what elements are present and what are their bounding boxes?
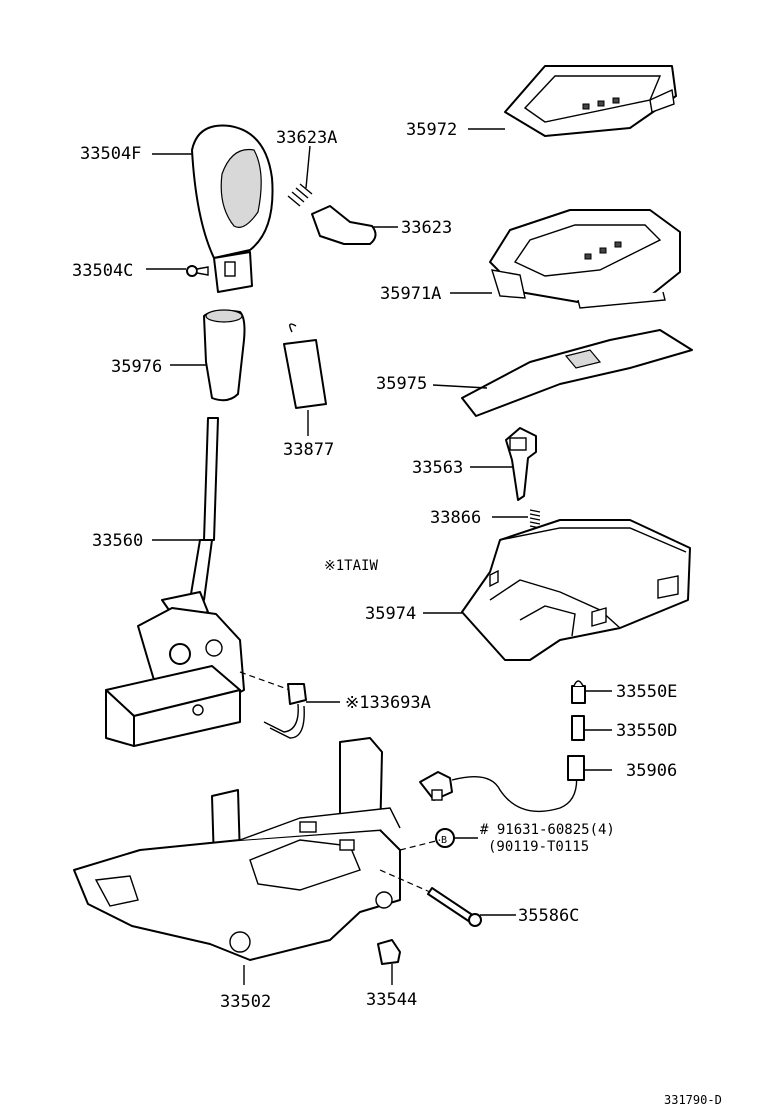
part-35974-housing (423, 519, 691, 661)
part-33504C-screw (146, 265, 209, 277)
part-35976-sleeve (170, 309, 246, 402)
label-33866: 33866 (430, 508, 481, 528)
label-33623A: 33623A (276, 128, 337, 148)
label-33502: 33502 (220, 992, 271, 1012)
label-91631: # 91631-60825(4) (480, 822, 615, 838)
label-35976: 35976 (111, 357, 162, 377)
label-33623: 33623 (401, 218, 452, 238)
part-33504F-knob (152, 124, 274, 293)
label-35971A: 35971A (380, 284, 441, 304)
label-33560: 33560 (92, 531, 143, 551)
part-33502-base (73, 737, 441, 985)
part-B-bolt (435, 828, 478, 848)
label-35972: 35972 (406, 120, 457, 140)
label-33544: 33544 (366, 990, 417, 1010)
part-33563-lever (470, 427, 537, 501)
part-33544-clip (377, 939, 401, 985)
diagram-code: 331790-D (664, 1093, 722, 1107)
label-33693A: ※133693A (345, 693, 431, 713)
part-33623A-spring (287, 145, 313, 207)
part-33693A-harness (239, 671, 340, 739)
part-33550E-bulb (571, 680, 612, 704)
label-35586C: 35586C (518, 906, 579, 926)
part-35975-slide-plate (432, 329, 693, 417)
label-33550D: 33550D (616, 721, 677, 741)
part-33877-label (283, 323, 327, 436)
part-35906-wire (419, 755, 612, 813)
label-35974: 35974 (365, 604, 416, 624)
part-35972-bezel (468, 65, 677, 137)
part-33560-lever (105, 417, 245, 747)
part-33623-button (311, 205, 398, 245)
label-33504C: 33504C (72, 261, 133, 281)
part-35586C-pin (427, 887, 516, 927)
label-33550E: 33550E (616, 682, 677, 702)
label-35906: 35906 (626, 761, 677, 781)
part-33550D-socket (571, 715, 612, 741)
part-35971A-bezel (450, 209, 681, 309)
label-33563: 33563 (412, 458, 463, 478)
label-B: B (441, 835, 447, 846)
label-90119: (90119-T0115 (488, 839, 589, 855)
label-33877: 33877 (283, 440, 334, 460)
label-1TAIW: ※1TAIW (324, 558, 378, 574)
part-33866-spring (492, 509, 541, 529)
label-35975: 35975 (376, 374, 427, 394)
label-33504F: 33504F (80, 144, 141, 164)
